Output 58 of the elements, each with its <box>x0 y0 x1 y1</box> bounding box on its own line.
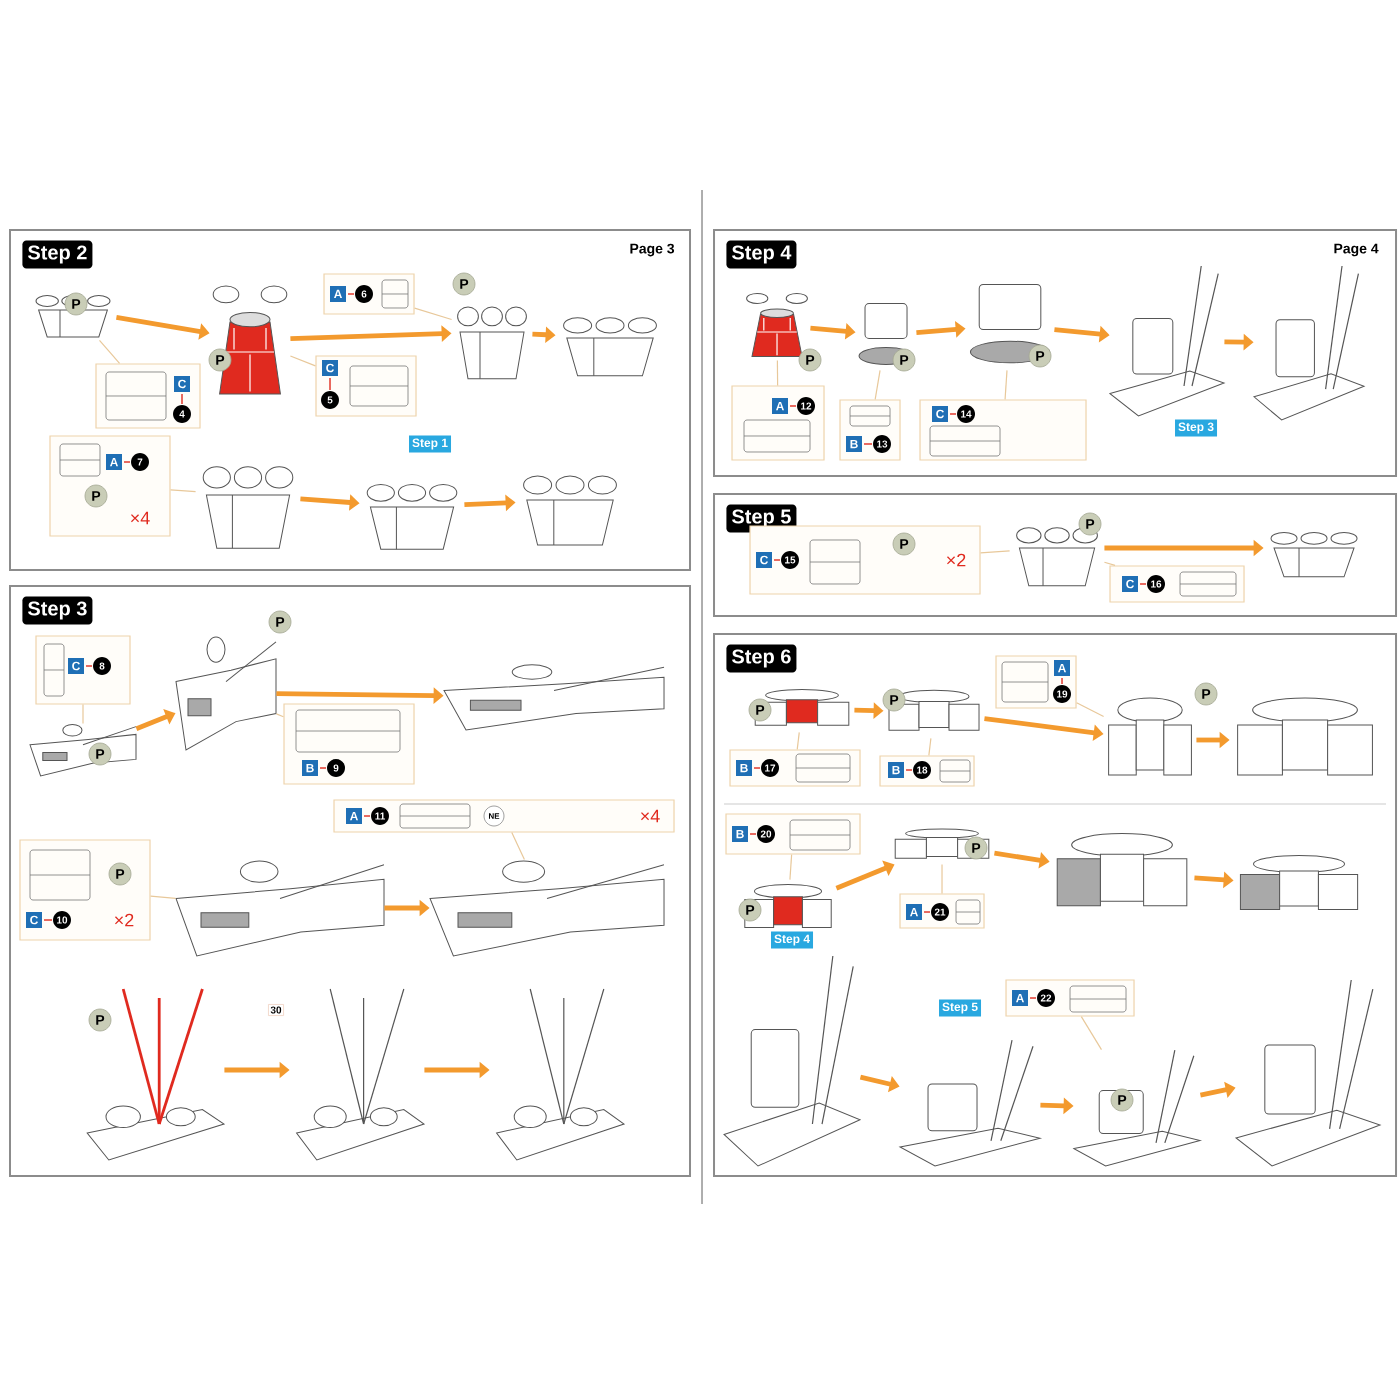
model-drawing <box>1016 527 1098 587</box>
model-drawing <box>754 689 850 726</box>
model-drawing <box>746 292 808 357</box>
leader-line <box>1004 369 1008 400</box>
step-badge: Step 4 <box>726 240 797 269</box>
model-drawing <box>1239 855 1359 911</box>
model-drawing <box>1253 265 1365 421</box>
leader-line <box>1103 561 1116 566</box>
model-drawing <box>1109 265 1225 417</box>
model-drawing <box>1073 1049 1201 1167</box>
model-drawing <box>457 306 527 380</box>
model-drawing <box>563 317 657 377</box>
quantity-label: ×4 <box>131 511 150 525</box>
model-drawing <box>744 883 832 929</box>
leader-line <box>289 355 316 367</box>
model-drawing <box>1056 833 1188 907</box>
step-badge: Step 2 <box>22 240 93 269</box>
model-drawing <box>1108 697 1192 776</box>
leader-line <box>82 704 84 725</box>
model-drawing <box>858 303 914 365</box>
leader-line <box>414 307 453 321</box>
leader-line <box>511 832 525 861</box>
leader-line <box>928 737 932 756</box>
leader-line <box>150 895 177 899</box>
model-drawing <box>1237 697 1373 776</box>
model-drawing <box>496 988 625 1161</box>
model-drawing <box>175 636 277 751</box>
model-drawing <box>523 475 617 546</box>
leader-line <box>170 489 197 493</box>
leader-line <box>789 854 793 881</box>
model-drawing <box>1270 532 1358 578</box>
step-badge: Step 3 <box>22 596 93 625</box>
quantity-label: ×2 <box>115 913 134 927</box>
leader-line <box>275 713 284 718</box>
model-drawing <box>86 988 225 1161</box>
model-drawing <box>1235 979 1381 1167</box>
model-drawing <box>212 285 288 395</box>
leader-line <box>796 731 800 750</box>
model-drawing <box>888 689 980 731</box>
model-drawing <box>429 860 665 957</box>
model-drawing <box>175 860 385 957</box>
model-drawing <box>723 955 861 1167</box>
step-badge: Step 6 <box>726 644 797 673</box>
quantity-label: ×2 <box>947 553 966 567</box>
model-drawing <box>366 483 458 550</box>
leader-line <box>1076 702 1105 717</box>
model-drawing <box>899 1039 1041 1167</box>
quantity-label: ×4 <box>641 809 660 823</box>
leader-line <box>941 863 943 894</box>
model-drawing <box>202 466 294 549</box>
leader-line <box>98 339 121 364</box>
model-drawing <box>296 988 425 1161</box>
model-drawing <box>443 664 665 731</box>
model-drawing <box>35 295 111 338</box>
leader-line <box>980 550 1011 554</box>
leader-line <box>874 369 881 400</box>
leader-line <box>776 359 779 386</box>
leader-line <box>1080 1016 1103 1051</box>
